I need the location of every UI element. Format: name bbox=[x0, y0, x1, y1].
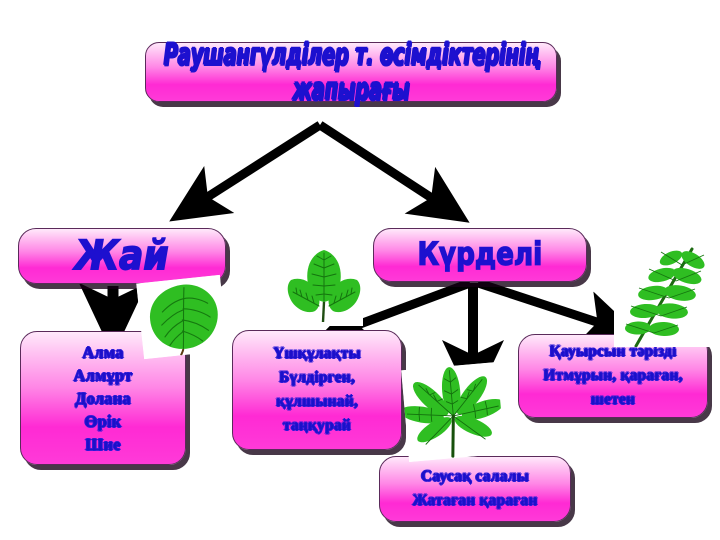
arrow-title-to-simple bbox=[169, 121, 323, 222]
node-compound-leaf-label: Күрделі bbox=[417, 236, 543, 274]
node-title-text: Раушангүлділер т. өсімдіктерінің жапырағ… bbox=[163, 37, 539, 107]
trifoliate-leaf-image bbox=[285, 246, 363, 326]
simple-example-2: Алмұрт bbox=[73, 365, 133, 385]
node-palmate[interactable]: Саусақ салалы Жатаған қараған bbox=[379, 456, 571, 522]
palmate-leaf-image bbox=[401, 361, 505, 463]
node-compound-leaf[interactable]: Күрделі bbox=[373, 228, 587, 282]
trifoliate-heading: Үшқұлақты bbox=[273, 345, 361, 362]
arrow-title-to-compound bbox=[317, 121, 470, 223]
node-simple-leaf-label: Жай bbox=[74, 231, 169, 280]
pinnate-example-2: шетен bbox=[590, 391, 636, 408]
pinnate-example-1: Итмұрын, қараған, bbox=[543, 367, 683, 384]
node-simple-leaf[interactable]: Жай bbox=[18, 228, 226, 284]
simple-example-3: Долана bbox=[75, 388, 131, 408]
palmate-heading: Саусақ салалы bbox=[421, 468, 529, 485]
trifoliate-example-2: құлшынай, bbox=[276, 393, 358, 410]
node-trifoliate[interactable]: Үшқұлақты Бүлдірген, құлшынай, таңқурай bbox=[232, 330, 402, 450]
pinnate-heading: Қауырсын тәрізді bbox=[549, 343, 677, 360]
node-title[interactable]: Раушангүлділер т. өсімдіктерінің жапырағ… bbox=[145, 37, 557, 107]
simple-example-5: Шие bbox=[85, 434, 121, 454]
simple-leaf-image bbox=[136, 274, 228, 360]
palmate-example-1: Жатаған қараған bbox=[412, 492, 538, 509]
trifoliate-example-1: Бүлдірген, bbox=[279, 369, 355, 386]
simple-example-4: Өрік bbox=[84, 411, 122, 431]
trifoliate-example-3: таңқурай bbox=[282, 417, 352, 434]
arrow-compound-to-pinnate bbox=[476, 278, 642, 345]
pinnate-leaf-image bbox=[614, 243, 710, 347]
